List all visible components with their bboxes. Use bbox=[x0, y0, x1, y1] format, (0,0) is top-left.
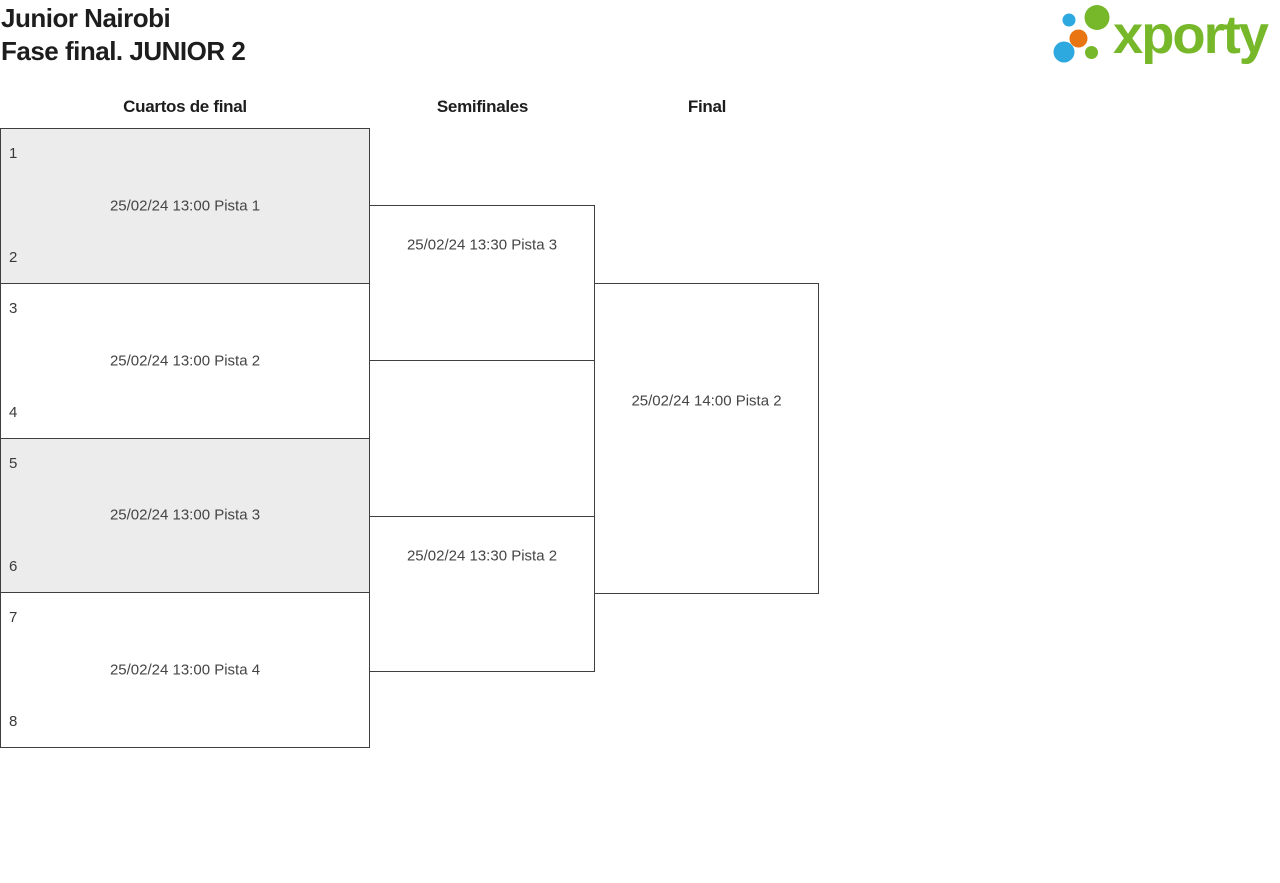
match-schedule: 25/02/24 13:00 Pista 1 bbox=[109, 197, 261, 215]
match-schedule: 25/02/24 13:00 Pista 3 bbox=[109, 506, 261, 524]
seed-number: 3 bbox=[9, 299, 18, 317]
match-semifinal-1[interactable]: 25/02/24 13:30 Pista 3 bbox=[369, 205, 595, 361]
match-quarterfinal-2[interactable]: 3 25/02/24 13:00 Pista 2 4 bbox=[1, 284, 369, 439]
match-quarterfinal-3[interactable]: 5 25/02/24 13:00 Pista 3 6 bbox=[1, 438, 369, 594]
match-quarterfinal-4[interactable]: 7 25/02/24 13:00 Pista 4 8 bbox=[1, 593, 369, 747]
logo-dot-green-small bbox=[1085, 46, 1098, 59]
round-header-semifinals: Semifinales bbox=[436, 97, 529, 116]
seed-number: 8 bbox=[9, 713, 18, 730]
quarterfinals-column: 1 25/02/24 13:00 Pista 1 2 3 25/02/24 13… bbox=[0, 128, 370, 748]
logo-dot-green-large bbox=[1084, 5, 1110, 30]
match-semifinal-2[interactable]: 25/02/24 13:30 Pista 2 bbox=[369, 516, 595, 672]
seed-number: 6 bbox=[9, 558, 18, 576]
logo-dot-blue-small bbox=[1062, 13, 1076, 27]
page-title: Junior Nairobi Fase final. JUNIOR 2 bbox=[1, 2, 246, 68]
logo-wordmark: xporty bbox=[1113, 5, 1269, 65]
match-schedule: 25/02/24 13:30 Pista 3 bbox=[406, 236, 558, 254]
phase-name: Fase final. JUNIOR 2 bbox=[1, 36, 246, 66]
match-quarterfinal-1[interactable]: 1 25/02/24 13:00 Pista 1 2 bbox=[1, 129, 369, 284]
match-final[interactable]: 25/02/24 14:00 Pista 2 bbox=[594, 283, 819, 594]
logo-dot-orange bbox=[1069, 29, 1088, 48]
seed-number: 4 bbox=[9, 403, 18, 421]
match-schedule: 25/02/24 13:00 Pista 4 bbox=[109, 661, 261, 679]
round-header-final: Final bbox=[687, 97, 727, 116]
seed-number: 1 bbox=[9, 145, 18, 162]
match-schedule: 25/02/24 13:00 Pista 2 bbox=[109, 352, 261, 370]
tournament-name: Junior Nairobi bbox=[1, 3, 171, 33]
match-schedule: 25/02/24 14:00 Pista 2 bbox=[631, 392, 782, 410]
seed-number: 5 bbox=[9, 454, 18, 472]
logo-dot-blue-large bbox=[1053, 41, 1075, 63]
match-schedule: 25/02/24 13:30 Pista 2 bbox=[406, 547, 558, 565]
seed-number: 2 bbox=[9, 248, 18, 266]
round-header-quarterfinals: Cuartos de final bbox=[123, 97, 247, 116]
seed-number: 7 bbox=[9, 609, 18, 627]
xporty-logo[interactable]: xporty bbox=[1048, 0, 1280, 75]
